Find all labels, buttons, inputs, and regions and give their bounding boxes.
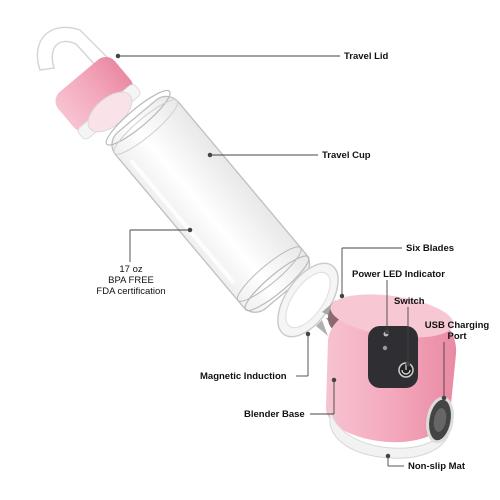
label-six-blades: Six Blades: [406, 243, 455, 254]
label-capacity-line1: 17 oz: [119, 264, 143, 275]
lid-body: [55, 56, 134, 132]
label-travel-cup: Travel Cup: [322, 150, 371, 161]
label-blender-base: Blender Base: [244, 409, 305, 420]
label-travel-lid: Travel Lid: [344, 51, 389, 62]
label-switch: Switch: [394, 296, 425, 307]
label-usb-port: USB Charging Port: [420, 320, 494, 342]
label-usb-line1: USB Charging: [424, 320, 490, 331]
base-top-rim: [330, 294, 454, 338]
label-capacity-line2: BPA FREE: [108, 275, 154, 286]
label-usb-line2: Port: [447, 331, 467, 342]
control-panel: [368, 326, 418, 388]
travel-cup: [105, 89, 311, 313]
label-capacity: 17 oz BPA FREE FDA certification: [92, 264, 170, 297]
label-non-slip-mat: Non-slip Mat: [408, 461, 465, 472]
label-magnetic-induction: Magnetic Induction: [200, 371, 287, 382]
blender-base: [326, 294, 457, 459]
label-power-led: Power LED Indicator: [352, 269, 445, 280]
label-capacity-line3: FDA certification: [96, 286, 166, 297]
travel-lid: [36, 26, 141, 140]
cup-body: [111, 95, 311, 313]
leader-lines: [115, 53, 447, 467]
